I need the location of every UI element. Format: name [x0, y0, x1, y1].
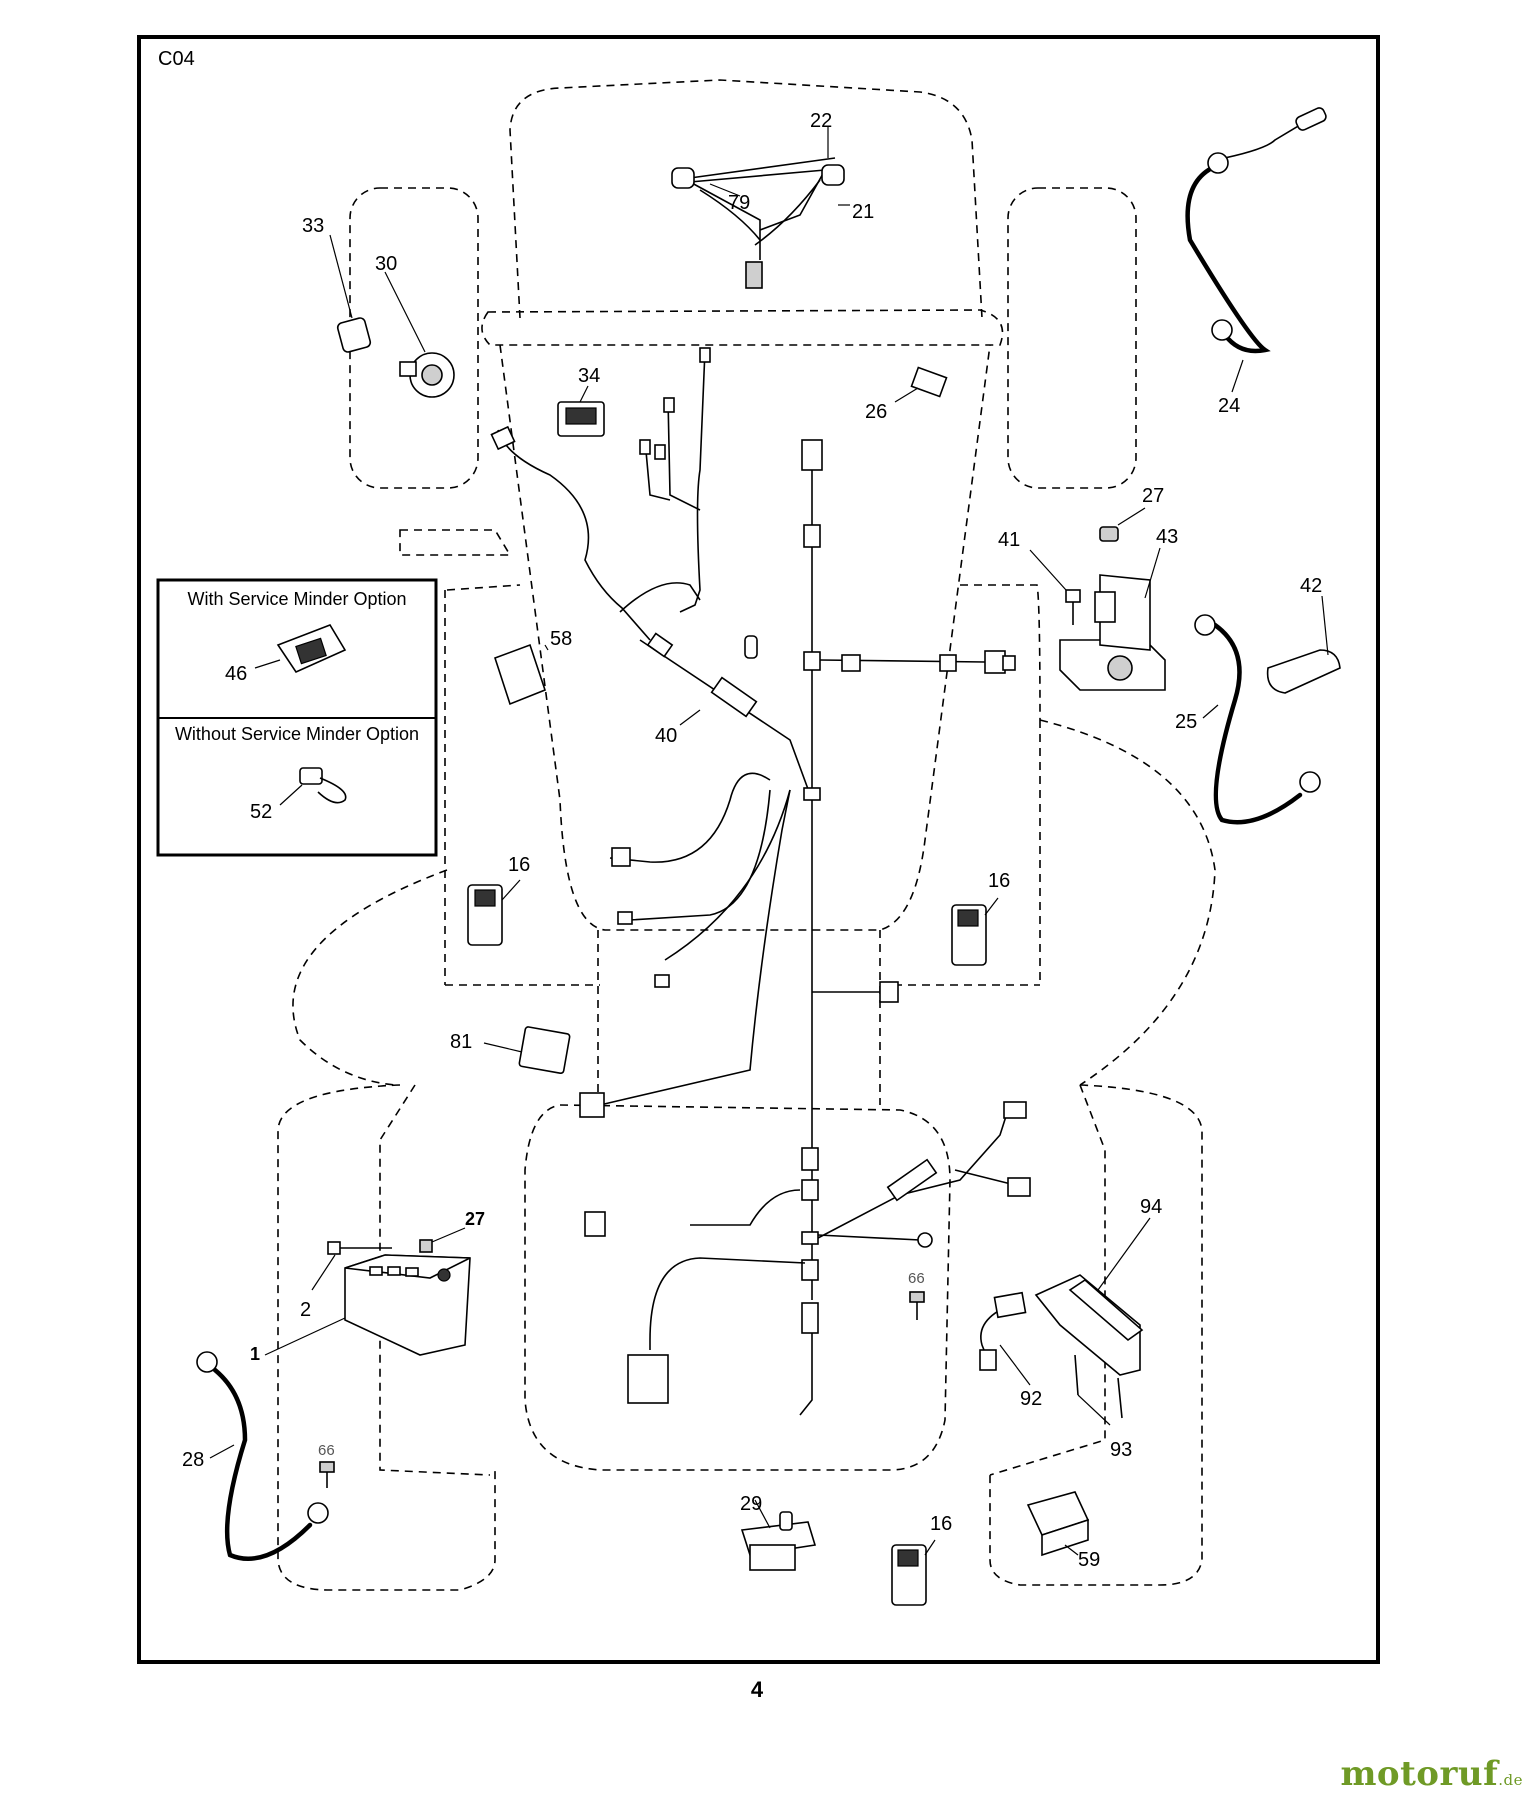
brand-name: motoruf	[1340, 1754, 1499, 1794]
callout-41: 41	[998, 529, 1020, 551]
callout-22: 22	[810, 110, 832, 132]
terminal-boot	[1266, 595, 1341, 694]
seat-switch-right	[951, 897, 999, 966]
callout-43: 43	[1156, 526, 1178, 548]
battery-cable-positive	[1185, 107, 1327, 393]
relay	[483, 1026, 571, 1075]
battery-nut	[419, 1227, 466, 1253]
solenoid-bolt	[1029, 549, 1081, 625]
callout-16-right: 16	[988, 870, 1010, 892]
starter-cable	[1194, 614, 1321, 825]
callout-66-center: 66	[908, 1270, 925, 1287]
fuse	[894, 366, 948, 403]
ground-cable	[196, 1351, 329, 1561]
callout-34: 34	[578, 365, 600, 387]
callout-93: 93	[1110, 1439, 1132, 1461]
diagram-code: C04	[158, 48, 195, 70]
without-service-minder-title: Without Service Minder Option	[175, 724, 419, 744]
callout-30: 30	[375, 253, 397, 275]
callout-40: 40	[655, 725, 677, 747]
rocker-switch	[557, 385, 605, 437]
screw-center	[909, 1291, 925, 1320]
module	[494, 643, 549, 706]
starter-solenoid	[1059, 547, 1166, 691]
callout-16-bottom: 16	[930, 1513, 952, 1535]
callout-59: 59	[1078, 1549, 1100, 1571]
callout-1: 1	[250, 1344, 260, 1364]
callout-46: 46	[225, 663, 247, 685]
callout-28: 28	[182, 1449, 204, 1471]
plunger-switch	[740, 1499, 817, 1571]
callout-33: 33	[302, 215, 324, 237]
pto-switch	[891, 1539, 936, 1606]
callout-21: 21	[852, 201, 874, 223]
ignition-key	[329, 234, 372, 353]
diagram-frame	[137, 35, 1380, 1664]
callout-58: 58	[550, 628, 572, 650]
callout-42: 42	[1300, 575, 1322, 597]
callout-94: 94	[1140, 1196, 1162, 1218]
service-minder-display	[254, 624, 347, 674]
callout-2: 2	[300, 1299, 311, 1321]
callout-81: 81	[450, 1031, 472, 1053]
callout-79: 79	[728, 192, 750, 214]
solenoid-nut	[1099, 507, 1146, 542]
hour-meter-wire	[979, 1291, 1031, 1386]
callout-40-leader	[679, 709, 701, 726]
service-minder-options	[156, 578, 438, 857]
jumper-plug	[279, 767, 347, 806]
main-wiring-harness	[490, 347, 1031, 1416]
page-number: 4	[751, 1677, 764, 1702]
callout-29: 29	[740, 1493, 762, 1515]
screw-left	[319, 1461, 335, 1488]
callout-27-battery: 27	[465, 1209, 485, 1229]
battery	[264, 1254, 471, 1356]
callout-26: 26	[865, 401, 887, 423]
battery-bolt	[311, 1241, 392, 1291]
brand-tld: .de	[1498, 1771, 1523, 1789]
callout-27-top: 27	[1142, 485, 1164, 507]
headlight-harness	[671, 126, 850, 289]
callout-24: 24	[1218, 395, 1240, 417]
with-service-minder-title: With Service Minder Option	[187, 589, 406, 609]
hour-meter-screws	[1074, 1354, 1123, 1426]
seat-switch-left	[467, 879, 521, 946]
callout-92: 92	[1020, 1388, 1042, 1410]
ignition-switch	[384, 271, 455, 398]
callout-52: 52	[250, 801, 272, 823]
callout-25: 25	[1175, 711, 1197, 733]
hour-meter-bracket	[1034, 1217, 1151, 1376]
voltage-regulator	[1026, 1491, 1090, 1557]
brand-watermark: motoruf.de	[1340, 1754, 1523, 1794]
callout-16-left: 16	[508, 854, 530, 876]
callout-66-left: 66	[318, 1442, 335, 1459]
